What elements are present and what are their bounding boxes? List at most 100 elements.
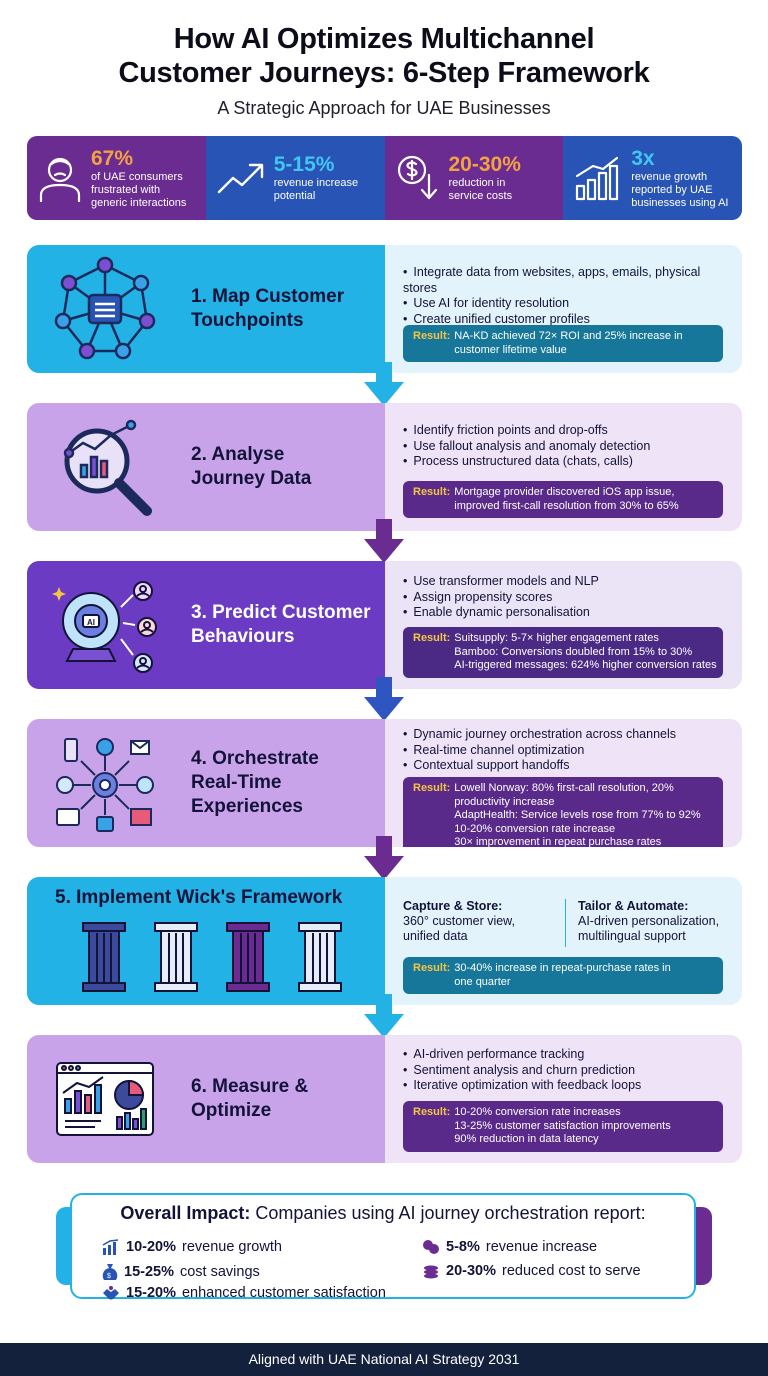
orchestration-hub-icon — [56, 738, 154, 832]
page-title: How AI Optimizes Multichannel Customer J… — [0, 22, 768, 90]
framework-col-capture: Capture & Store: 360° customer view, uni… — [403, 899, 553, 947]
step-3-result: Result: Suitsupply: 5-7× higher engageme… — [403, 627, 723, 678]
col-line: unified data — [403, 929, 468, 943]
step-1-card: 1. Map Customer Touchpoints Integrate da… — [27, 245, 742, 373]
result-label: Result: — [413, 782, 451, 794]
impact-item: 10-20%revenue growth — [102, 1239, 282, 1255]
stat-desc: frustrated with — [91, 183, 161, 196]
stat-desc: revenue increase — [273, 177, 359, 189]
impact-value: 10-20% — [126, 1239, 176, 1255]
impact-text: cost savings — [179, 1264, 260, 1280]
result-label: Result: — [413, 486, 451, 498]
step-6-right: AI-driven performance tracking Sentiment… — [385, 1035, 742, 1163]
stat-value: 67% — [91, 146, 134, 170]
stat-desc: reduction in — [448, 177, 506, 189]
result-line: productivity increase — [454, 795, 555, 808]
title-line: Real-Time — [191, 772, 282, 793]
stat-desc: revenue growth — [631, 170, 708, 183]
impact-text: enhanced customer satisfaction — [181, 1285, 386, 1301]
result-line: Suitsupply: 5-7× higher engagement rates — [454, 632, 659, 644]
impact-value: 20-30% — [446, 1263, 496, 1279]
step-3-right: Use transformer models and NLP Assign pr… — [385, 561, 742, 689]
money-bag-icon: $ — [102, 1264, 118, 1280]
impact-text: revenue increase — [485, 1239, 598, 1255]
arrow-down-icon — [364, 362, 404, 406]
result-line: NA-KD achieved 72× ROI and 25% increase … — [454, 330, 683, 342]
framework-columns: Capture & Store: 360° customer view, uni… — [403, 899, 728, 947]
title-line: Journey Data — [191, 468, 312, 489]
step-1-title: 1. Map Customer Touchpoints — [191, 285, 344, 333]
result-line: 10-20% conversion rate increase — [454, 822, 616, 835]
overall-impact-box: Overall Impact: Companies using AI journ… — [70, 1193, 696, 1301]
result-line: improved first-call resolution from 30% … — [454, 499, 679, 512]
step-6-left: 6. Measure & Optimize — [27, 1035, 385, 1163]
impact-value: 5-8% — [446, 1239, 480, 1255]
stat-card-1: 67% of UAE consumers frustrated with gen… — [27, 136, 206, 220]
arrow-down-icon — [364, 994, 404, 1038]
stat-desc: businesses using AI — [631, 196, 729, 209]
step-6-result: Result: 10-20% conversion rate increases… — [403, 1101, 723, 1152]
result-line: Mortgage provider discovered iOS app iss… — [454, 486, 675, 498]
column-divider — [565, 899, 566, 947]
title-line: 4. Orchestrate — [191, 748, 319, 769]
result-line: customer lifetime value — [454, 343, 567, 356]
result-label: Result: — [413, 632, 451, 644]
step-1-right: Integrate data from websites, apps, emai… — [385, 245, 742, 373]
step-5-title: 5. Implement Wick's Framework — [55, 887, 343, 908]
col-line: 360° customer view, — [403, 914, 515, 928]
impact-title-rest: Companies using AI journey orchestration… — [255, 1203, 646, 1223]
step-2-card: 2. Analyse Journey Data Identify frictio… — [27, 403, 742, 531]
arrow-down-icon — [364, 519, 404, 563]
footer-banner: Aligned with UAE National AI Strategy 20… — [0, 1343, 768, 1376]
impact-text: reduced cost to serve — [501, 1263, 641, 1279]
bullet-item: Sentiment analysis and churn prediction — [403, 1063, 728, 1079]
result-label: Result: — [413, 330, 451, 342]
trend-up-icon — [217, 163, 263, 194]
result-line: 10-20% conversion rate increases — [454, 1106, 621, 1118]
bullet-item: Use fallout analysis and anomaly detecti… — [403, 439, 728, 455]
result-line: AdaptHealth: Service levels rose from 77… — [454, 809, 701, 821]
bullet-item: Iterative optimization with feedback loo… — [403, 1078, 728, 1094]
step-2-left: 2. Analyse Journey Data — [27, 403, 385, 531]
crystal-ball-ai-icon: AI — [52, 581, 157, 673]
bullet-item: Use AI for identity resolution — [403, 296, 728, 312]
result-line: Bamboo: Conversions doubled from 15% to … — [454, 645, 693, 658]
title-line: Optimize — [191, 1100, 272, 1121]
framework-col-tailor: Tailor & Automate: AI-driven personaliza… — [578, 899, 728, 947]
stat-desc: generic interactions — [91, 196, 187, 209]
title-line: 6. Measure & — [191, 1076, 309, 1097]
col-title: Capture & Store: — [403, 899, 503, 913]
step-1-bullets: Integrate data from websites, apps, emai… — [403, 265, 728, 327]
title-line: Behaviours — [191, 626, 295, 647]
col-title: Tailor & Automate: — [578, 899, 689, 913]
stat-card-3: 20-30% reduction in service costs — [384, 136, 564, 220]
title-line: 2. Analyse — [191, 444, 285, 465]
step-2-right: Identify friction points and drop-offs U… — [385, 403, 742, 531]
bullet-item: Create unified customer profiles — [403, 312, 728, 328]
title-line: Touchpoints — [191, 310, 304, 331]
bullet-item: Enable dynamic personalisation — [403, 605, 728, 621]
result-line: 90% reduction in data latency — [454, 1133, 599, 1145]
result-line: 30-40% increase in repeat-purchase rates… — [454, 962, 671, 974]
svg-text:$: $ — [107, 1273, 111, 1280]
step-3-left: AI 3. Predict Customer Behaviours — [27, 561, 385, 689]
impact-item: 15-20%enhanced customer satisfaction — [102, 1285, 386, 1301]
result-line: Lowell Norway: 80% first-call resolution… — [454, 782, 674, 794]
step-6-bullets: AI-driven performance tracking Sentiment… — [403, 1047, 728, 1094]
impact-item: 20-30% reduced cost to serve — [422, 1263, 641, 1279]
network-hub-icon — [54, 256, 156, 360]
arrow-down-icon — [364, 677, 404, 721]
step-2-bullets: Identify friction points and drop-offs U… — [403, 423, 728, 470]
bullet-item: Identify friction points and drop-offs — [403, 423, 728, 439]
bullet-item: Dynamic journey orchestration across cha… — [403, 727, 728, 743]
result-label: Result: — [413, 962, 451, 974]
step-4-bullets: Dynamic journey orchestration across cha… — [403, 727, 728, 774]
coin-stack-icon — [424, 1265, 438, 1279]
title-line-2: Customer Journeys: 6-Step Framework — [118, 57, 650, 89]
dollar-down-icon — [397, 155, 437, 200]
frustrated-person-icon — [39, 157, 81, 203]
coins-icon — [423, 1240, 439, 1254]
title-line: Experiences — [191, 796, 303, 817]
col-line: multilingual support — [578, 929, 686, 943]
step-5-right: Capture & Store: 360° customer view, uni… — [385, 877, 742, 1005]
